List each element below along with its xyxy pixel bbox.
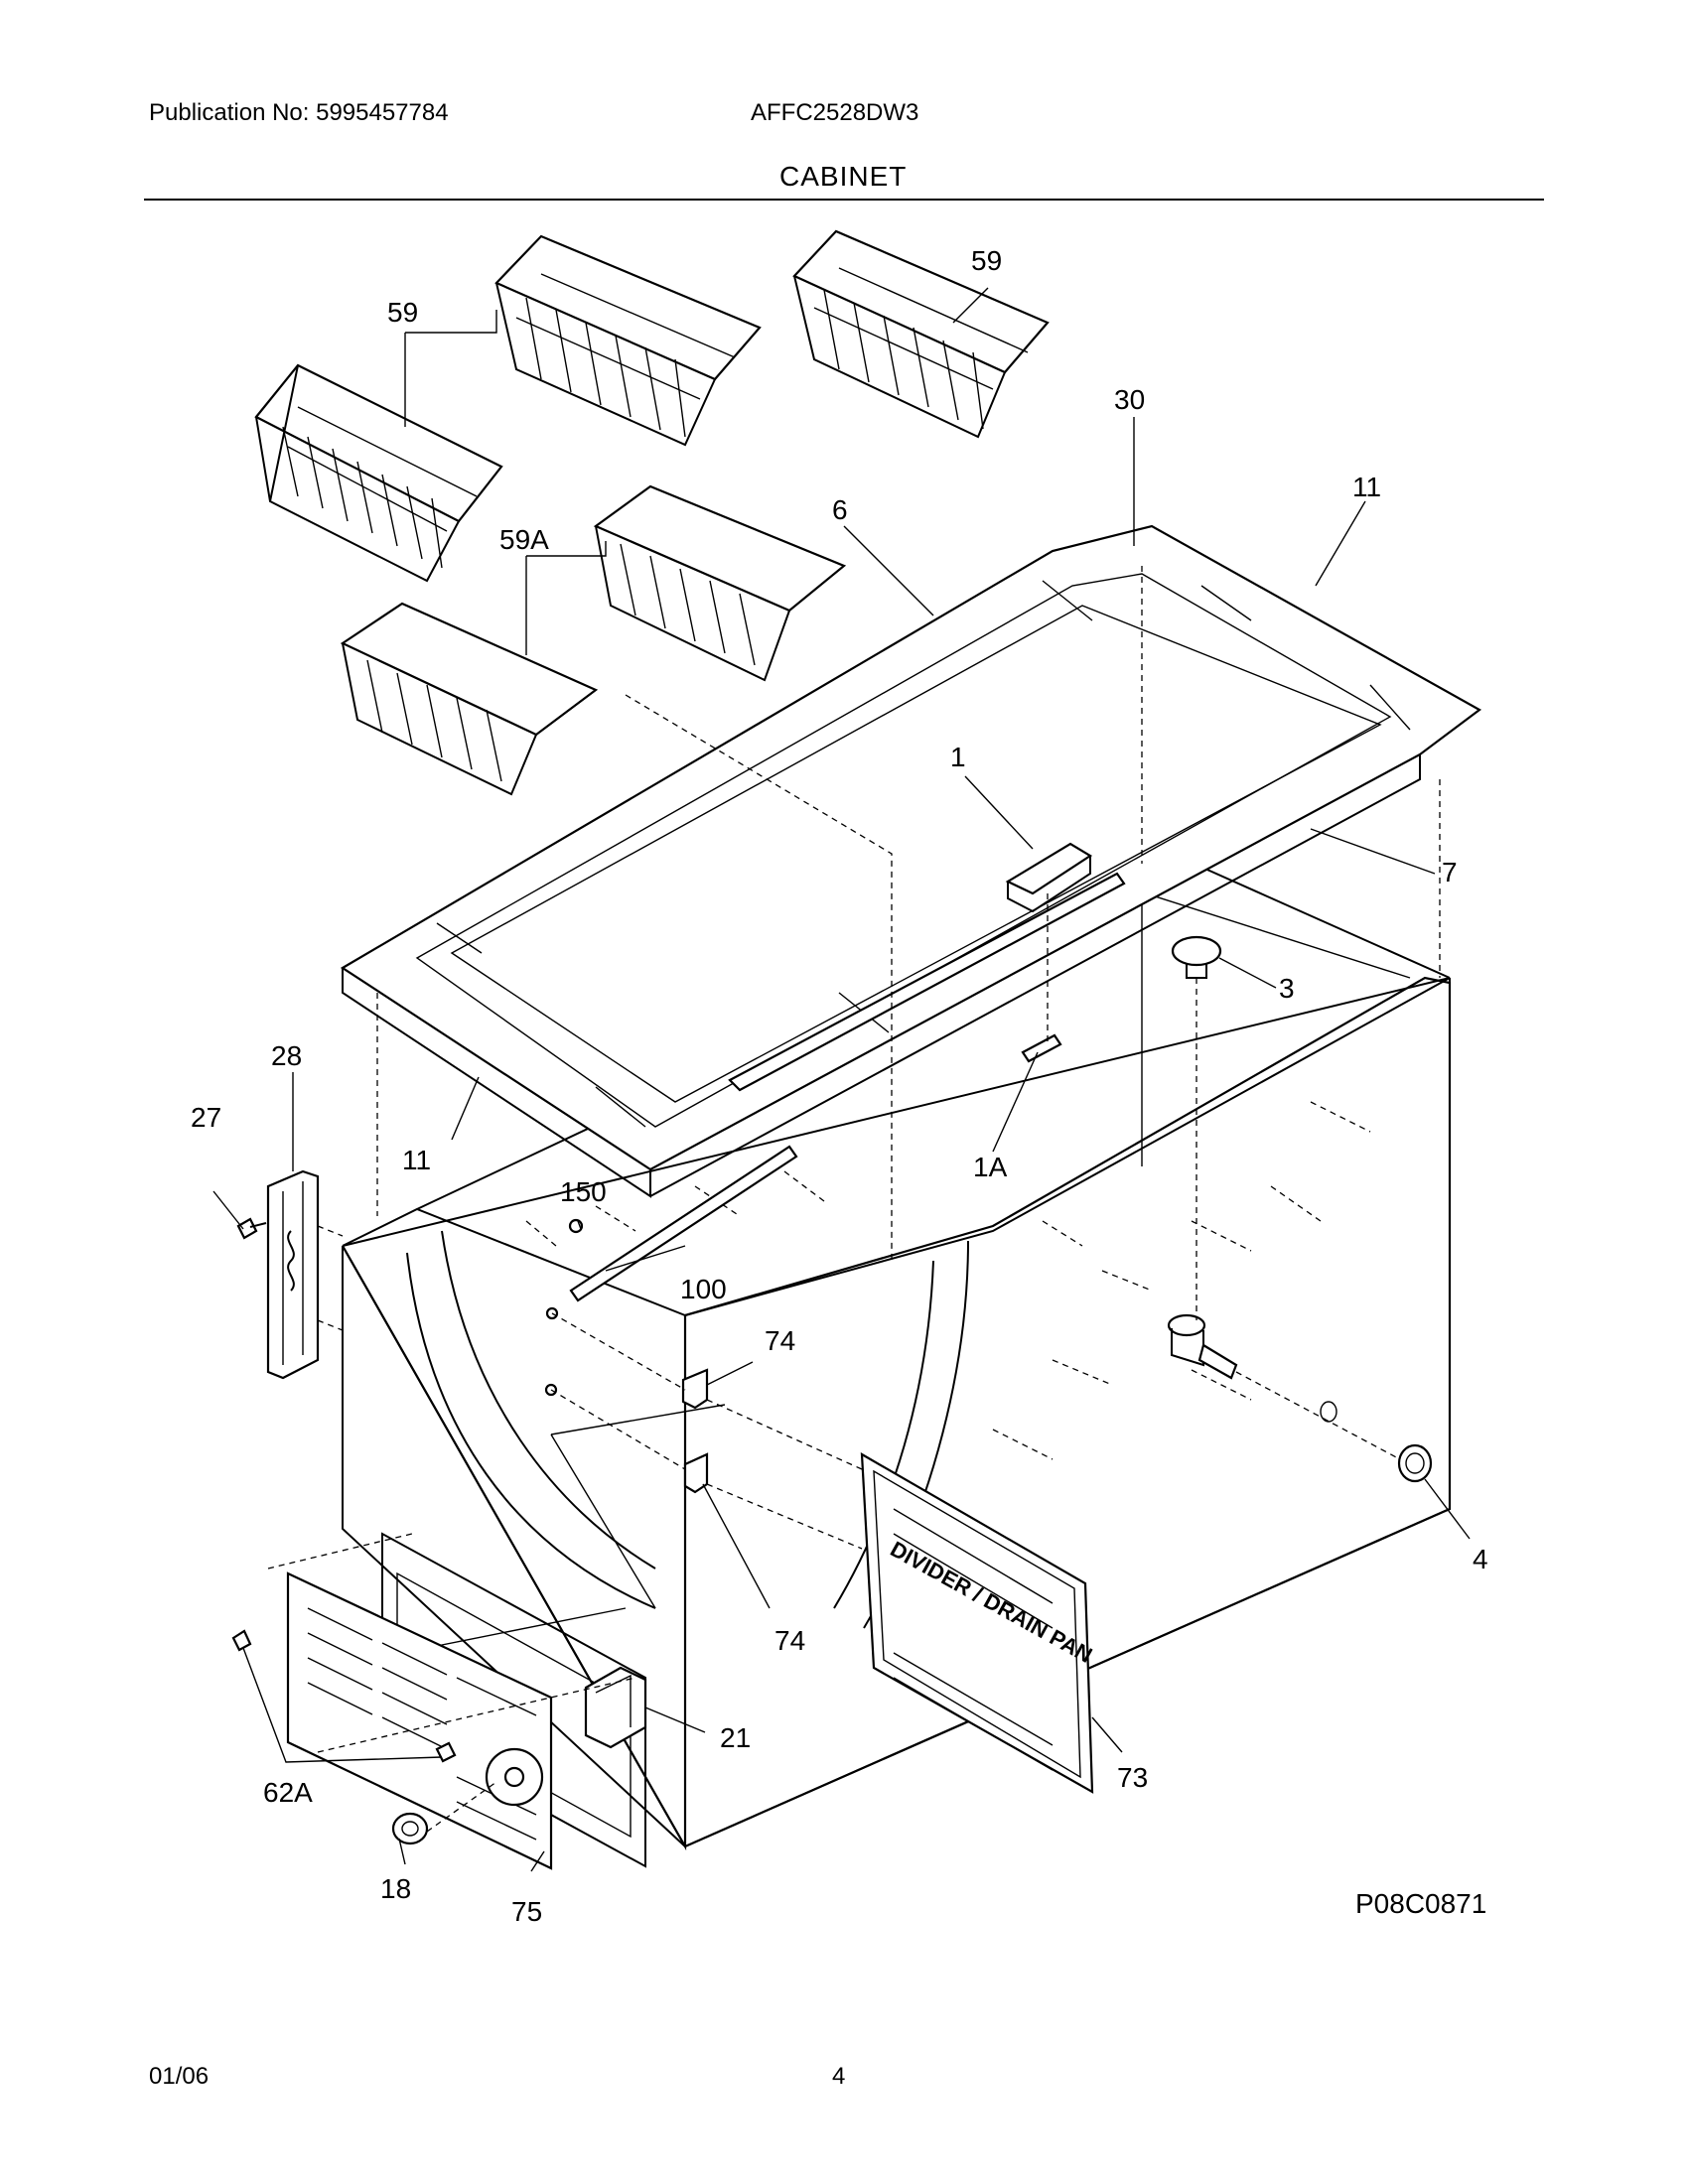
callout-6: 6 — [832, 494, 848, 525]
callout-73: 73 — [1117, 1762, 1148, 1793]
cabinet-body — [342, 853, 1452, 1868]
callout-150: 150 — [560, 1176, 607, 1207]
callout-100: 100 — [680, 1274, 727, 1304]
knob-18 — [391, 1812, 429, 1845]
model-number: AFFC2528DW3 — [751, 99, 919, 126]
drain-plug-4 — [1397, 1443, 1433, 1483]
screw-27 — [236, 1217, 267, 1240]
drawing-code: P08C0871 — [1355, 1888, 1487, 1919]
callout-4: 4 — [1473, 1544, 1488, 1574]
bracket-74-upper — [681, 1368, 709, 1410]
callout-28: 28 — [271, 1040, 302, 1071]
page-number: 4 — [832, 2063, 846, 2090]
callout-1A: 1A — [973, 1152, 1008, 1182]
footer-date: 01/06 — [149, 2063, 210, 2090]
lid-gasket-frame — [340, 524, 1482, 1302]
callout-74-lower: 74 — [774, 1625, 805, 1656]
basket-lower — [340, 602, 599, 796]
callout-27: 27 — [191, 1102, 221, 1133]
callout-59A: 59A — [499, 524, 549, 555]
callout-30: 30 — [1114, 384, 1145, 415]
basket-top-middle — [494, 234, 762, 447]
grille-75 — [286, 1571, 553, 1870]
switch-21 — [584, 1666, 647, 1749]
callout-75: 75 — [511, 1896, 542, 1927]
hinge-28 — [266, 1169, 320, 1380]
callout-74-upper: 74 — [765, 1325, 795, 1356]
assembly-lines — [267, 566, 1441, 1833]
bracket-74-lower — [683, 1452, 709, 1494]
callout-7: 7 — [1442, 857, 1458, 887]
callout-59-left: 59 — [387, 297, 418, 328]
callout-11-top: 11 — [1352, 472, 1381, 502]
basket-top-right — [792, 229, 1050, 439]
leader-lines — [212, 287, 1471, 1872]
callout-59-right: 59 — [971, 245, 1002, 276]
drain-fitting — [1167, 1313, 1238, 1380]
section-title: CABINET — [779, 161, 908, 192]
callout-1: 1 — [950, 742, 966, 772]
callout-labels: 59 59 30 11 6 59A 1 7 3 28 27 11 1A 150 … — [191, 245, 1488, 1927]
header-rule — [144, 199, 1544, 201]
publication-number: Publication No: 5995457784 — [149, 99, 449, 126]
drain-hole — [1320, 1401, 1337, 1423]
basket-top-left — [254, 363, 503, 583]
callout-18: 18 — [380, 1873, 411, 1904]
callout-3: 3 — [1279, 973, 1295, 1004]
plug-3 — [1171, 935, 1222, 979]
callout-21: 21 — [720, 1722, 751, 1753]
basket-middle — [593, 484, 847, 682]
callout-62A: 62A — [263, 1777, 313, 1808]
callout-11-bottom: 11 — [402, 1145, 431, 1175]
